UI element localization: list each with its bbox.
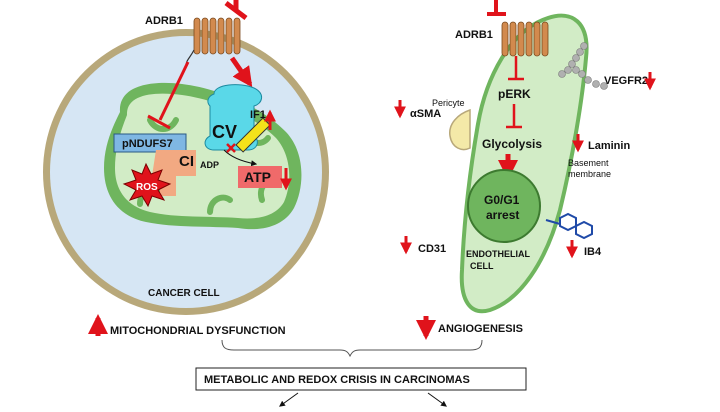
ros-burst-icon — [122, 162, 172, 208]
adp-to-atp-arrow — [223, 149, 258, 167]
top-inhibitor-left — [224, 0, 248, 20]
bottom-right-arrow — [427, 392, 447, 407]
perk-label: pERK — [498, 87, 531, 101]
adrb1-receptor-icon — [185, 17, 241, 67]
ib4-lectin-icon — [545, 212, 593, 240]
adrb1-inhibits-pndufs7 — [147, 61, 190, 130]
block-x-icon — [226, 143, 236, 153]
adrb1-to-cv-arrow — [229, 56, 253, 88]
ci-label: CI — [179, 153, 194, 170]
pericyte-label: Pericyte — [432, 98, 465, 108]
adrb1-inhibits-perk — [508, 56, 524, 81]
arrest-nucleus — [467, 169, 541, 243]
basement-label-2: membrane — [568, 169, 611, 179]
adp-label: ADP — [200, 160, 219, 170]
glycolysis-label: Glycolysis — [482, 137, 542, 151]
adrb1-receptor-endo-icon — [501, 21, 549, 57]
endothelial-label-2: CELL — [470, 261, 494, 271]
ros-label: ROS — [136, 182, 158, 193]
if1-label: IF1 — [250, 109, 266, 121]
asma-label: αSMA — [410, 108, 441, 120]
vegfr2-receptor-icon — [558, 42, 608, 90]
pndufs7-box — [113, 133, 187, 153]
ib4-label: IB4 — [584, 246, 602, 258]
pndufs7-label: pNDUFS7 — [122, 138, 173, 150]
cv-label: CV — [212, 122, 237, 142]
crisis-label: METABOLIC AND REDOX CRISIS IN CARCINOMAS — [204, 374, 470, 386]
cancer-cell-label: CANCER CELL — [148, 288, 220, 299]
laminin-label: Laminin — [588, 140, 630, 152]
perk-inhibits-glycolysis — [506, 104, 522, 129]
bottom-left-arrow — [279, 392, 299, 407]
bracket — [221, 339, 483, 358]
vegfr2-label: VEGFR2 — [604, 75, 648, 87]
basement-label-1: Basement — [568, 158, 609, 168]
top-inhibitor-right — [487, 0, 506, 16]
arrest-label-2: arrest — [486, 208, 519, 222]
atp-box — [238, 166, 282, 188]
atp-label: ATP — [244, 169, 271, 185]
adrb1-label-right: ADRB1 — [455, 29, 493, 41]
adrb1-label-left: ADRB1 — [145, 15, 183, 27]
cd31-label: CD31 — [418, 243, 446, 255]
pericyte-shape — [449, 108, 471, 151]
endothelial-label-1: ENDOTHELIAL — [466, 249, 531, 259]
mito-dysfunction-label: MITOCHONDRIAL DYSFUNCTION — [110, 325, 286, 337]
arrest-label-1: G0/G1 — [484, 193, 520, 207]
angiogenesis-label: ANGIOGENESIS — [438, 323, 523, 335]
crisis-box — [195, 367, 527, 391]
